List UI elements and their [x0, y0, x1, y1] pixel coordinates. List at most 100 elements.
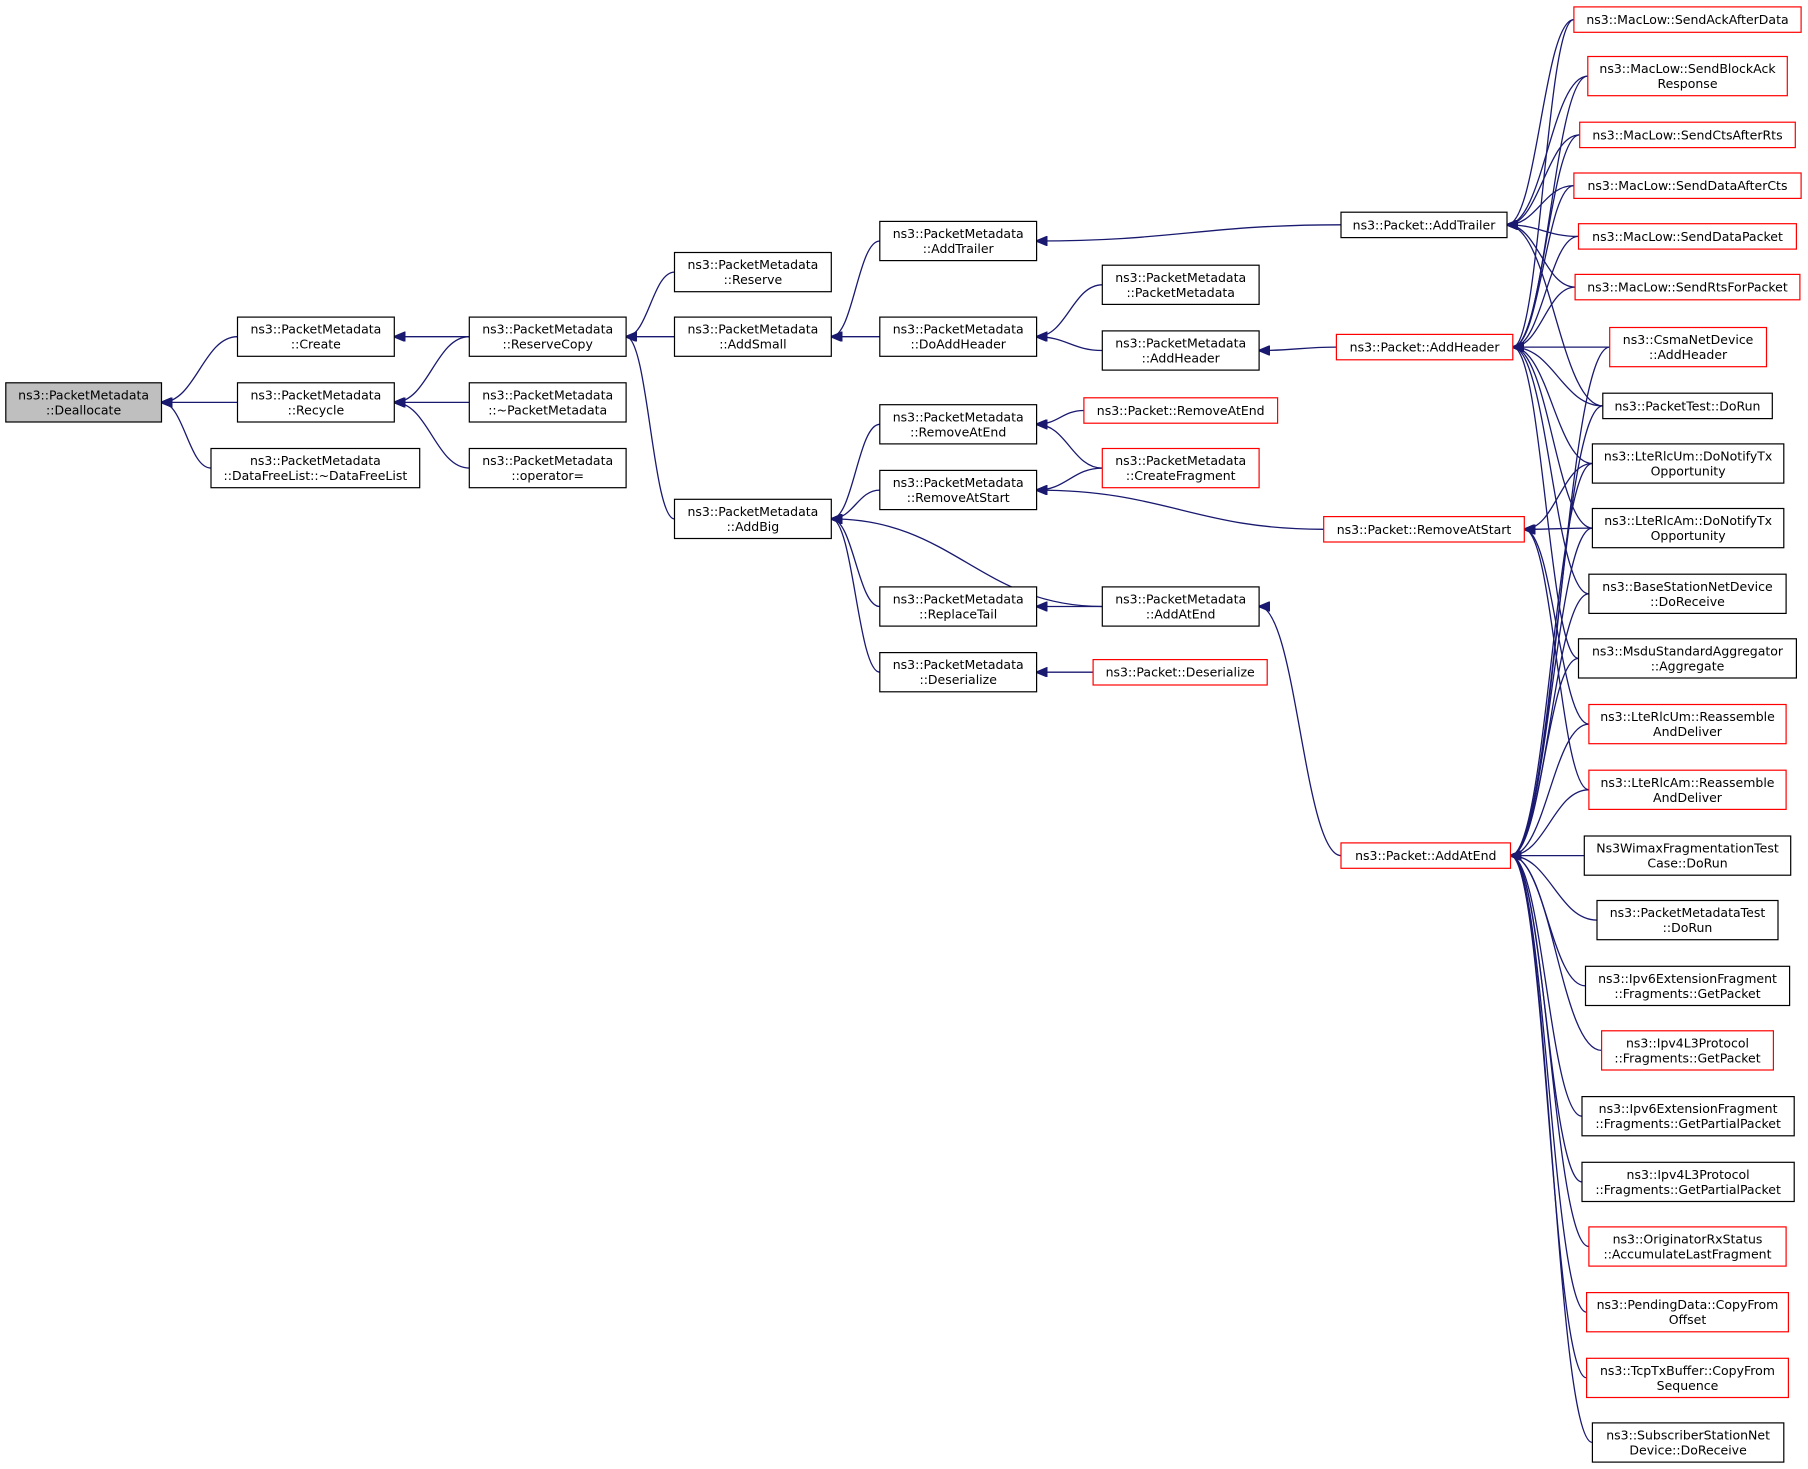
- edge-path: [1507, 18, 1575, 225]
- node-ns3-packetmetadata-recycle[interactable]: ns3::PacketMetadata::Recycle: [236, 382, 395, 423]
- node-ns3-msdustandardaggregator-aggregate[interactable]: ns3::MsduStandardAggregator::Aggregate: [1577, 638, 1797, 679]
- node-ns3-packet-removeatend[interactable]: ns3::Packet::RemoveAtEnd: [1083, 397, 1279, 424]
- edge-path: [1037, 337, 1103, 352]
- node-ns3-packetmetadata-packetmetadata[interactable]: ns3::PacketMetadata::~PacketMetadata: [468, 382, 627, 423]
- node-box: [1588, 703, 1787, 745]
- node-ns3-packetmetadata-createfragment[interactable]: ns3::PacketMetadata::CreateFragment: [1101, 447, 1260, 489]
- node-label-line: ns3::PacketMetadata: [893, 657, 1024, 672]
- edge-n18-to-n12: [1037, 409, 1084, 425]
- node-label-line: ns3::PacketMetadata: [18, 387, 149, 402]
- edge-n1-to-n0: [161, 336, 238, 403]
- node-ns3-packet-removeatstart[interactable]: ns3::Packet::RemoveAtStart: [1323, 515, 1525, 543]
- node-box: [879, 651, 1038, 693]
- node-label-line: ns3::MacLow::SendDataAfterCts: [1588, 178, 1788, 193]
- node-ns3-maclow-senddatapacket[interactable]: ns3::MacLow::SendDataPacket: [1577, 223, 1797, 250]
- node-ns3-packetmetadata-addtrailer[interactable]: ns3::PacketMetadata::AddTrailer: [879, 220, 1038, 262]
- node-ns3-packetmetadata-reserve[interactable]: ns3::PacketMetadata::Reserve: [673, 251, 832, 293]
- node-label-line: ns3::MacLow::SendDataPacket: [1592, 229, 1783, 244]
- node-ns3-packetmetadata-removeatend[interactable]: ns3::PacketMetadata::RemoveAtEnd: [879, 404, 1038, 445]
- edge-n22-to-n10: [1037, 224, 1342, 241]
- node-ns3-packetmetadata-reservecopy[interactable]: ns3::PacketMetadata::ReserveCopy: [468, 316, 627, 357]
- node-box: [1323, 515, 1525, 543]
- node-box: [236, 382, 395, 423]
- node-label-line: ::Create: [291, 337, 341, 352]
- node-ns3-packet-addtrailer[interactable]: ns3::Packet::AddTrailer: [1340, 211, 1508, 239]
- node-ns3-maclow-sendrtsforpacket[interactable]: ns3::MacLow::SendRtsForPacket: [1574, 273, 1801, 301]
- node-ns3-maclow-sendctsafterrts[interactable]: ns3::MacLow::SendCtsAfterRts: [1579, 121, 1796, 149]
- node-ns3-originatorrxstatus-accumulatelastfragment[interactable]: ns3::OriginatorRxStatus::AccumulateLastF…: [1588, 1226, 1787, 1267]
- node-ns3-maclow-sendackafterdata[interactable]: ns3::MacLow::SendAckAfterData: [1573, 6, 1802, 33]
- node-ns3-packetmetadata-addsmall[interactable]: ns3::PacketMetadata::AddSmall: [673, 316, 832, 357]
- node-ns3-maclow-senddataaftercts[interactable]: ns3::MacLow::SendDataAfterCts: [1573, 172, 1802, 199]
- node-ns3-packet-addatend[interactable]: ns3::Packet::AddAtEnd: [1340, 842, 1512, 869]
- node-label-line: ns3::PacketMetadata: [250, 322, 381, 337]
- node-ns3-packetmetadata-addbig[interactable]: ns3::PacketMetadata::AddBig: [673, 498, 832, 540]
- node-ns3-packet-addheader[interactable]: ns3::Packet::AddHeader: [1335, 333, 1514, 361]
- node-ns3-packetmetadata-deallocate[interactable]: ns3::PacketMetadata::Deallocate: [5, 382, 163, 423]
- node-ns3-packetmetadata-replacetail[interactable]: ns3::PacketMetadata::ReplaceTail: [879, 586, 1038, 627]
- node-label-line: ns3::LteRlcAm::DoNotifyTx: [1604, 513, 1772, 528]
- node-ns3-packetmetadata-removeatstart[interactable]: ns3::PacketMetadata::RemoveAtStart: [879, 469, 1038, 511]
- edge-n36-to-n23: [1513, 347, 1590, 595]
- node-label-line: ns3::PacketMetadata: [1115, 336, 1246, 351]
- node-box: [468, 382, 627, 423]
- node-label-line: ns3::BaseStationNetDevice: [1602, 579, 1773, 594]
- node-ns3-packetmetadata-datafreelist-datafreelist[interactable]: ns3::PacketMetadata::DataFreeList::~Data…: [210, 447, 421, 489]
- edge-path: [1037, 467, 1103, 490]
- node-box: [1591, 507, 1785, 549]
- node-ns3-packetmetadata-packetmetadata[interactable]: ns3::PacketMetadata::PacketMetadata: [1101, 264, 1260, 306]
- node-box: [1573, 172, 1802, 199]
- node-ns3-packetmetadata-addatend[interactable]: ns3::PacketMetadata::AddAtEnd: [1101, 586, 1260, 627]
- node-ns3-ipv6extensionfragment-fragments-getpacket[interactable]: ns3::Ipv6ExtensionFragment::Fragments::G…: [1584, 965, 1791, 1007]
- node-label-line: Sequence: [1657, 1378, 1719, 1393]
- node-ns3-subscriberstationnet-device-doreceive[interactable]: ns3::SubscriberStationNetDevice::DoRecei…: [1591, 1422, 1785, 1463]
- node-box: [1585, 1291, 1789, 1333]
- edge-n24-to-n13: [1037, 490, 1324, 530]
- node-ns3-packettest-dorun[interactable]: ns3::PacketTest::DoRun: [1602, 392, 1773, 420]
- edge-n37-to-n25: [1511, 657, 1579, 855]
- node-label-line: ::RemoveAtEnd: [910, 424, 1006, 439]
- edge-n35-to-n25: [1511, 527, 1593, 856]
- node-label-line: ns3::Packet::Deserialize: [1106, 665, 1255, 680]
- node-label-line: ns3::PacketMetadata: [893, 409, 1024, 424]
- node-label-line: ns3::PacketMetadata: [893, 592, 1024, 607]
- node-ns3-ipv4l3protocol-fragments-getpartialpacket[interactable]: ns3::Ipv4L3Protocol::Fragments::GetParti…: [1581, 1161, 1795, 1203]
- node-label-line: ::AddAtEnd: [1146, 607, 1216, 622]
- node-label-line: ns3::PacketMetadata: [1115, 592, 1246, 607]
- node-ns3-packetmetadata-create[interactable]: ns3::PacketMetadata::Create: [236, 316, 395, 357]
- node-ns3-basestationnetdevice-doreceive[interactable]: ns3::BaseStationNetDevice::DoReceive: [1588, 573, 1787, 615]
- node-ns3-packetmetadatatest-dorun[interactable]: ns3::PacketMetadataTest::DoRun: [1596, 899, 1779, 941]
- node-ns3-packet-deserialize[interactable]: ns3::Packet::Deserialize: [1092, 658, 1268, 686]
- edge-n7-to-n4: [626, 271, 675, 337]
- node-ns3-packetmetadata-deserialize[interactable]: ns3::PacketMetadata::Deserialize: [879, 651, 1038, 693]
- edge-n16-to-n11: [1037, 284, 1103, 337]
- node-box: [1588, 1226, 1787, 1267]
- node-ns3-ipv6extensionfragment-fragments-getpartialpacket[interactable]: ns3::Ipv6ExtensionFragment::Fragments::G…: [1581, 1095, 1795, 1137]
- edge-n23-to-n17: [1259, 347, 1337, 350]
- edge-n17-to-n11: [1037, 337, 1103, 352]
- node-ns3-packetmetadata-operator[interactable]: ns3::PacketMetadata::operator=: [468, 447, 627, 489]
- node-label-line: ns3::OriginatorRxStatus: [1613, 1232, 1763, 1247]
- edge-path: [1507, 225, 1579, 238]
- edge-path: [831, 519, 1103, 608]
- node-box: [210, 447, 421, 489]
- node-label-line: ::RemoveAtStart: [907, 490, 1010, 505]
- node-ns3-packetmetadata-addheader[interactable]: ns3::PacketMetadata::AddHeader: [1101, 330, 1260, 371]
- edge-path: [1513, 347, 1579, 660]
- edge-n29-to-n23: [1513, 184, 1575, 348]
- edge-n44-to-n25: [1511, 856, 1583, 1117]
- node-ns3-packetmetadata-doaddheader[interactable]: ns3::PacketMetadata::DoAddHeader: [879, 316, 1038, 357]
- node-label-line: ::Fragments::GetPacket: [1614, 986, 1760, 1001]
- node-label-line: AndDeliver: [1653, 724, 1723, 739]
- node-label-line: ns3::Packet::RemoveAtEnd: [1097, 403, 1265, 418]
- node-ns3-csmanetdevice-addheader[interactable]: ns3::CsmaNetDevice::AddHeader: [1609, 326, 1768, 368]
- node-ns3-ipv4l3protocol-fragments-getpacket[interactable]: ns3::Ipv4L3Protocol::Fragments::GetPacke…: [1600, 1030, 1774, 1071]
